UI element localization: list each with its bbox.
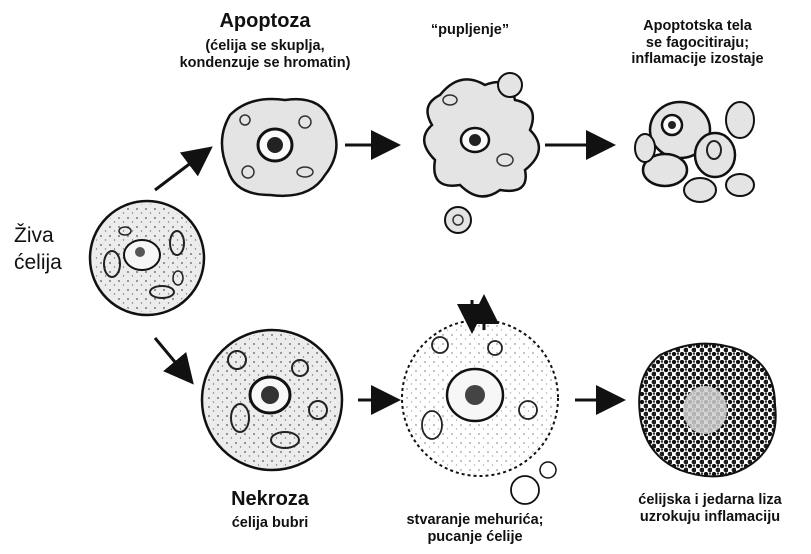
apoptosis-title: Apoptoza: [205, 10, 325, 33]
apoptotic-bodies: [635, 102, 754, 202]
apoptotic-bodies-label-line1: Apoptotska tela: [600, 18, 795, 35]
apoptosis-shrunken-cell: [222, 99, 336, 196]
necrosis-lysis-label-line2: uzrokuju inflamaciju: [612, 509, 808, 526]
apoptosis-note-line2: kondenzuje se hromatin): [150, 55, 380, 72]
necrosis-bursting-label-line2: pucanje ćelije: [385, 529, 565, 546]
living-cell: [90, 201, 204, 315]
apoptosis-budding-cell: [424, 73, 539, 233]
arrow-to-apoptosis: [155, 150, 208, 190]
arrow-to-necrosis: [155, 338, 190, 380]
necrosis-lysis-label: ćelijska i jedarna liza uzrokuju inflama…: [612, 492, 808, 525]
apoptotic-bodies-label-line2: se fagocitiraju;: [600, 35, 795, 52]
living-cell-label-line2: ćelija: [14, 249, 62, 276]
apoptosis-budding-label: “pupljenje”: [415, 22, 525, 39]
apoptosis-note-line1: (ćelija se skuplja,: [150, 38, 380, 55]
living-cell-label: Živa ćelija: [14, 222, 62, 277]
apoptotic-bodies-label: Apoptotska tela se fagocitiraju; inflama…: [600, 18, 795, 68]
necrosis-title: Nekroza: [215, 488, 325, 511]
necrosis-lysis-label-line1: ćelijska i jedarna liza: [612, 492, 808, 509]
necrosis-note: ćelija bubri: [210, 515, 330, 532]
necrosis-bursting-label: stvaranje mehurića; pucanje ćelije: [385, 512, 565, 545]
necrosis-lysed-cell: [639, 344, 776, 477]
living-cell-label-line1: Živa: [14, 222, 62, 249]
necrosis-bursting-cell: [402, 300, 558, 504]
necrosis-swollen-cell: [202, 330, 342, 470]
necrosis-bursting-label-line1: stvaranje mehurića;: [385, 512, 565, 529]
apoptotic-bodies-label-line3: inflamacije izostaje: [600, 51, 795, 68]
apoptosis-note: (ćelija se skuplja, kondenzuje se hromat…: [150, 38, 380, 71]
